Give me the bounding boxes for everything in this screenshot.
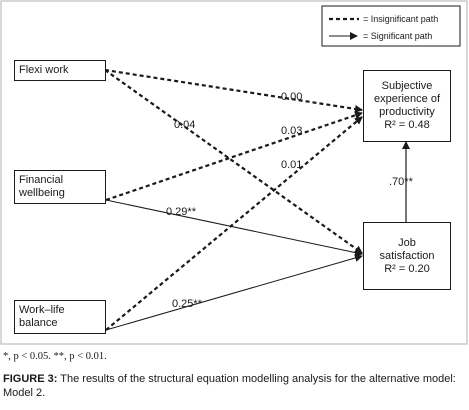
node-job-line2: satisfaction xyxy=(379,249,435,262)
node-productivity-r2: R² = 0.48 xyxy=(384,119,430,131)
node-subjective-productivity: Subjective experience of productivity R²… xyxy=(363,70,451,142)
node-productivity-line2: experience of xyxy=(373,93,441,105)
node-productivity-line3: productivity xyxy=(379,106,435,118)
node-financial-wellbeing-line1: Financial xyxy=(19,174,64,186)
path-flexi-to-job xyxy=(104,69,363,254)
legend-box xyxy=(321,5,461,47)
significance-note: *, p < 0.05. **, p < 0.01. xyxy=(3,351,107,362)
coef-worklife-to-productivity: 0.01 xyxy=(281,159,303,171)
legend-significant-label: = Significant path xyxy=(363,31,433,41)
figure-caption-text: The results of the structural equation m… xyxy=(3,373,456,399)
coef-worklife-to-job: 0.25** xyxy=(172,298,202,310)
node-job-r2: R² = 0.20 xyxy=(384,262,430,275)
path-financial-to-productivity xyxy=(105,111,363,202)
path-flexi-to-productivity xyxy=(104,68,363,113)
node-work-life-balance-line1: Work–life xyxy=(19,304,65,316)
legend-insignificant-label: = Insignificant path xyxy=(363,14,439,24)
figure-frame xyxy=(0,0,468,345)
coef-job-to-productivity: .70** xyxy=(389,176,413,188)
node-financial-wellbeing: Financial wellbeing xyxy=(14,170,106,204)
node-work-life-balance: Work–life balance xyxy=(14,300,106,334)
coef-flexi-to-productivity: 0.00 xyxy=(281,91,303,103)
path-financial-to-job xyxy=(105,199,363,257)
node-flexi-work: Flexi work xyxy=(14,60,106,81)
node-work-life-balance-line2: balance xyxy=(19,317,58,329)
coef-flexi-to-job: 0.04 xyxy=(174,119,196,131)
coef-financial-to-productivity: 0.03 xyxy=(281,125,303,137)
path-worklife-to-productivity xyxy=(105,116,363,331)
node-financial-wellbeing-line2: wellbeing xyxy=(19,187,65,199)
node-productivity-line1: Subjective xyxy=(381,80,433,92)
figure-caption-label: FIGURE 3: xyxy=(3,373,58,385)
path-diagram xyxy=(0,0,468,345)
figure-caption: FIGURE 3: The results of the structural … xyxy=(3,372,465,400)
coef-financial-to-job: 0.29** xyxy=(166,206,196,218)
node-job-satisfaction: Job satisfaction R² = 0.20 xyxy=(363,222,451,290)
path-worklife-to-job xyxy=(105,254,363,331)
node-flexi-work-label: Flexi work xyxy=(19,64,69,76)
node-job-line1: Job xyxy=(398,236,416,249)
